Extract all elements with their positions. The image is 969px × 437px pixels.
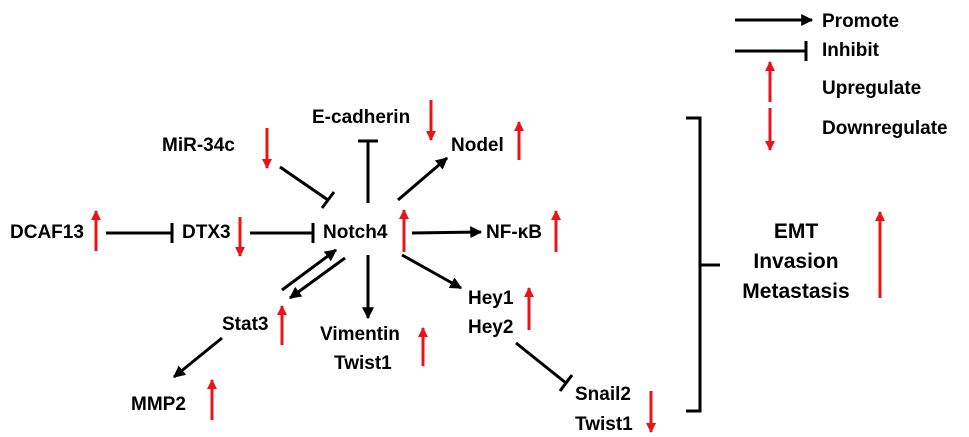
edge-stat3-to-notch4	[281, 248, 337, 292]
edge-hey-inhibits-snail2	[515, 341, 574, 392]
edge-notch4-promotes-nfkb	[411, 226, 483, 239]
node-stat3: Stat3	[222, 314, 268, 335]
edge-dtx3-inhibits-notch4	[250, 223, 315, 243]
outcome-emt: EMT	[774, 220, 819, 243]
node-dcaf13: DCAF13	[10, 222, 84, 243]
edge-mir34c-inhibits-notch4	[279, 165, 336, 209]
node-twist1-b: Twist1	[575, 414, 633, 435]
legend-inhibit-bar-icon	[735, 41, 808, 61]
node-hey2: Hey2	[468, 317, 513, 338]
node-mir34c: MiR-34c	[162, 135, 235, 156]
legend-upregulate-label: Upregulate	[822, 78, 921, 99]
edge-notch4-promotes-hey	[401, 253, 463, 290]
node-snail2: Snail2	[575, 384, 631, 405]
node-ecadherin: E-cadherin	[312, 107, 410, 128]
legend-promote-label: Promote	[822, 11, 899, 32]
node-dtx3: DTX3	[182, 222, 231, 243]
outcome-invasion: Invasion	[753, 250, 838, 273]
outcome-bracket	[686, 116, 720, 413]
edge-notch4-to-stat3	[289, 256, 346, 300]
edge-dcaf13-inhibits-dtx3	[106, 223, 174, 243]
node-notch4: Notch4	[323, 222, 388, 243]
node-mmp2: MMP2	[131, 394, 186, 415]
legend-downregulate-label: Downregulate	[822, 118, 948, 139]
node-nfkb: NF-κB	[486, 222, 542, 243]
edge-notch4-inhibits-ecadherin	[358, 139, 378, 203]
edge-stat3-promotes-mmp2	[173, 336, 223, 379]
legend-inhibit-label: Inhibit	[822, 40, 880, 61]
edge-notch4-promotes-nodel	[397, 156, 448, 202]
node-nodel: Nodel	[451, 135, 504, 156]
node-vimentin: Vimentin	[320, 324, 400, 345]
outcome-metastasis: Metastasis	[742, 280, 849, 303]
node-twist1-a: Twist1	[334, 353, 392, 374]
node-hey1: Hey1	[468, 288, 514, 309]
